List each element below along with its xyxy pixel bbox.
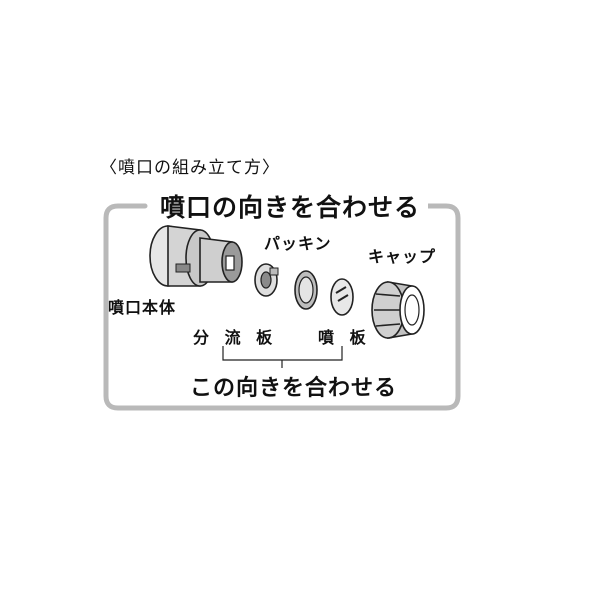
cap-part	[371, 281, 425, 339]
section-heading: 〈噴口の組み立て方〉	[100, 158, 280, 178]
nozzle-body-label: 噴口本体	[108, 298, 177, 317]
alignment-bracket	[222, 346, 343, 368]
panel-frame	[103, 203, 461, 411]
panel-title: 噴口の向きを合わせる	[152, 188, 429, 224]
cap-label: キャップ	[368, 247, 437, 266]
packing-label: パッキン	[264, 234, 332, 253]
nozzle-body-part	[149, 225, 243, 287]
diverter-label: 分 流 板	[193, 328, 278, 347]
nozzle-plate-label: 噴 板	[318, 328, 371, 347]
alignment-caption: この向きを合わせる	[190, 376, 398, 401]
packing-part	[294, 270, 318, 310]
diverter-part	[254, 263, 279, 297]
nozzle-plate-part	[330, 278, 354, 316]
